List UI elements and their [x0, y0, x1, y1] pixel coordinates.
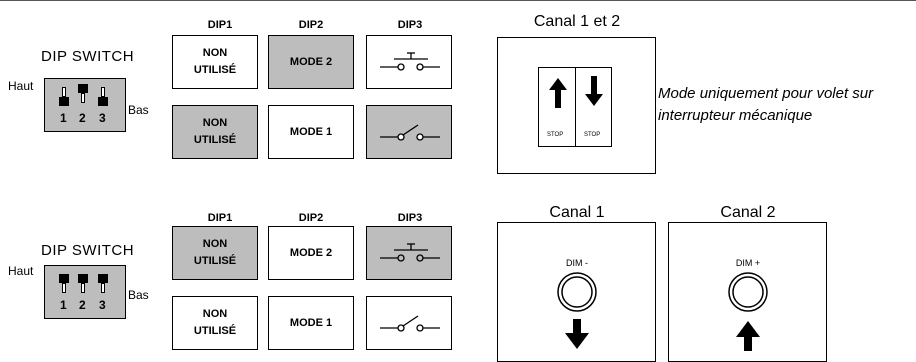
header-dip3: DIP3 [397, 212, 423, 224]
utilise-text: UTILISÉ [193, 64, 237, 76]
canal-2-panel: DIM + [668, 222, 827, 362]
toggle-switch-icon [380, 124, 440, 141]
haut-label: Haut [8, 264, 34, 278]
non-text: NON [202, 308, 228, 320]
cell-toggle-symbol [366, 105, 452, 159]
cell-mode1: MODE 1 [268, 296, 354, 350]
dip-switch-label: DIP SWITCH [41, 242, 135, 259]
top-divider-line [0, 0, 916, 1]
toggle-switch-icon [380, 315, 440, 332]
non-text: NON [202, 47, 228, 59]
dim-minus-label: DIM - [566, 258, 588, 268]
haut-label: Haut [8, 79, 34, 93]
header-dip1: DIP1 [207, 19, 233, 31]
down-arrow-icon [585, 76, 603, 106]
canal-1-et-2-title: Canal 1 et 2 [533, 13, 621, 30]
dip-switch-block: 1 2 3 [44, 78, 126, 132]
switch-number-2: 2 [79, 111, 86, 125]
canal-1-panel: DIM - [497, 222, 656, 362]
dip-switch-block: 1 2 3 [44, 265, 126, 319]
cell-pushbutton-symbol [366, 226, 452, 280]
dim-plus-button-icon [728, 272, 768, 351]
utilise-text: UTILISÉ [193, 255, 237, 267]
header-dip2: DIP2 [298, 19, 324, 31]
dip-switch-label: DIP SWITCH [41, 48, 135, 65]
rocker-switch: STOP STOP [538, 67, 612, 147]
bas-label: Bas [128, 288, 149, 302]
utilise-text: UTILISÉ [193, 134, 237, 146]
switch-number-3: 3 [99, 111, 106, 125]
bas-label: Bas [128, 103, 149, 117]
switch-number-1: 1 [60, 298, 67, 312]
canal-2-title: Canal 2 [720, 204, 776, 221]
canal-1-title: Canal 1 [549, 204, 605, 221]
cell-mode1: MODE 1 [268, 105, 354, 159]
mode2-text: MODE 2 [289, 55, 333, 68]
cell-toggle-symbol [366, 296, 452, 350]
cell-mode2: MODE 2 [268, 226, 354, 280]
mode1-text: MODE 1 [289, 316, 333, 329]
canal-1-et-2-panel: STOP STOP [497, 37, 656, 174]
switch-number-1: 1 [60, 111, 67, 125]
up-arrow-icon [549, 78, 567, 108]
utilise-text: UTILISÉ [193, 325, 237, 337]
cell-non-utilise: NON UTILISÉ [172, 35, 258, 89]
dim-minus-button-icon [557, 272, 597, 349]
header-dip2: DIP2 [298, 212, 324, 224]
cell-non-utilise: NON UTILISÉ [172, 105, 258, 159]
cell-pushbutton-symbol [366, 35, 452, 89]
mode2-text: MODE 2 [289, 246, 333, 259]
cell-mode2: MODE 2 [268, 35, 354, 89]
cell-non-utilise: NON UTILISÉ [172, 226, 258, 280]
switch-number-2: 2 [79, 298, 86, 312]
header-dip1: DIP1 [207, 212, 233, 224]
pushbutton-switch-icon [380, 243, 440, 262]
header-dip3: DIP3 [397, 19, 423, 31]
stop-label: STOP [547, 132, 564, 138]
non-text: NON [202, 117, 228, 129]
mode1-text: MODE 1 [289, 125, 333, 138]
dim-plus-label: DIM + [735, 258, 761, 268]
stop-label: STOP [584, 132, 601, 138]
non-text: NON [202, 238, 228, 250]
switch-number-3: 3 [99, 298, 106, 312]
cell-non-utilise: NON UTILISÉ [172, 296, 258, 350]
pushbutton-switch-icon [380, 52, 440, 71]
mode-note: Mode uniquement pour volet sur interrupt… [658, 85, 874, 124]
